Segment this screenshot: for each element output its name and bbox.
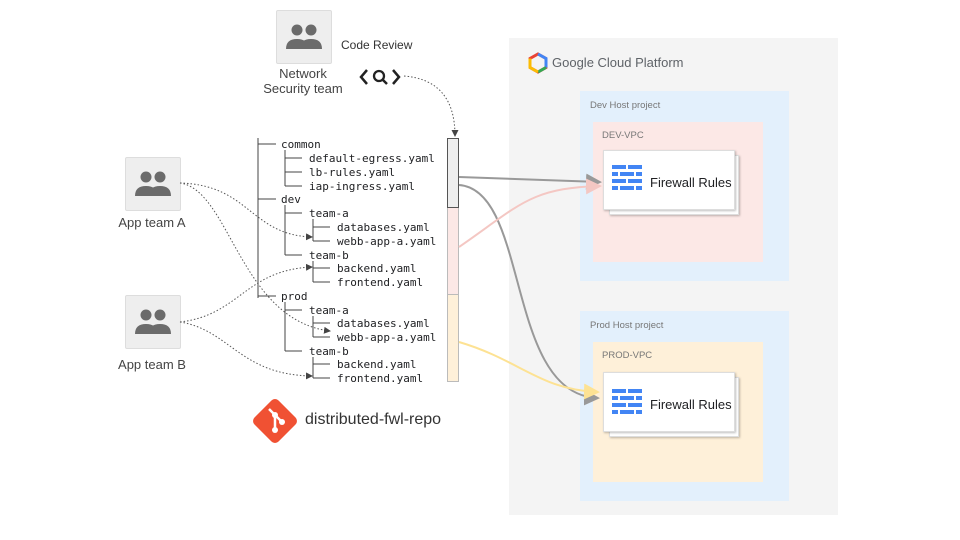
people-icon bbox=[135, 171, 171, 196]
tree-file[interactable]: webb-app-a.yaml bbox=[337, 235, 437, 248]
repo-stripe-prod bbox=[447, 294, 459, 382]
firewall-icon bbox=[612, 165, 642, 190]
gcp-logo-text: Google Cloud Platform bbox=[552, 55, 684, 70]
repo-stripe-common bbox=[447, 138, 459, 208]
code-review-label: Code Review bbox=[341, 38, 413, 52]
network-team-avatar bbox=[276, 10, 332, 64]
tree-file[interactable]: databases.yaml bbox=[337, 317, 430, 330]
team-a-to-dev bbox=[179, 182, 313, 241]
tree-file[interactable]: webb-app-a.yaml bbox=[337, 331, 437, 344]
tree-folder[interactable]: team-b bbox=[309, 345, 349, 358]
people-icon bbox=[286, 24, 322, 49]
prod-firewall-label: Firewall Rules bbox=[650, 397, 732, 412]
dev-firewall-label: Firewall Rules bbox=[650, 175, 732, 190]
app-team-a-label: App team A bbox=[118, 215, 186, 230]
git-icon bbox=[253, 399, 297, 443]
team-a-to-prod bbox=[179, 182, 331, 334]
tree-file[interactable]: iap-ingress.yaml bbox=[309, 180, 415, 193]
tree-file[interactable]: backend.yaml bbox=[337, 358, 417, 371]
tree-file[interactable]: frontend.yaml bbox=[337, 276, 424, 289]
network-team-label: Network Security team bbox=[263, 66, 343, 96]
gcp-logo: Google Cloud Platform bbox=[528, 52, 698, 74]
common-to-dev-arrow bbox=[458, 173, 602, 190]
prod-project-label: Prod Host project bbox=[590, 320, 664, 331]
tree-common[interactable]: common bbox=[281, 138, 321, 151]
tree-dev[interactable]: dev bbox=[281, 193, 301, 206]
tree-file[interactable]: frontend.yaml bbox=[337, 372, 424, 385]
repo-stripe-dev bbox=[447, 208, 459, 294]
tree-file[interactable]: backend.yaml bbox=[337, 262, 417, 275]
tree-folder[interactable]: team-a bbox=[309, 304, 349, 317]
gcp-hexagon-icon bbox=[528, 52, 548, 74]
firewall-icon bbox=[612, 389, 642, 414]
app-team-a-avatar bbox=[125, 157, 181, 211]
dev-vpc-label: DEV-VPC bbox=[602, 130, 644, 141]
people-icon bbox=[135, 309, 171, 334]
tree-file[interactable]: lb-rules.yaml bbox=[309, 166, 396, 179]
tree-folder[interactable]: team-a bbox=[309, 207, 349, 220]
tree-file[interactable]: databases.yaml bbox=[337, 221, 430, 234]
team-b-to-dev bbox=[179, 263, 313, 323]
code-search-icon bbox=[359, 69, 401, 85]
dev-firewall-card[interactable]: Firewall Rules bbox=[603, 150, 735, 210]
prod-to-prod-arrow bbox=[458, 341, 600, 400]
repo-name: distributed-fwl-repo bbox=[305, 411, 442, 428]
tree-prod[interactable]: prod bbox=[281, 290, 308, 303]
app-team-b-label: App team B bbox=[118, 357, 186, 372]
dev-project-label: Dev Host project bbox=[590, 100, 661, 111]
tree-file[interactable]: default-egress.yaml bbox=[309, 152, 435, 165]
code-review-arrow bbox=[403, 75, 459, 137]
dev-to-dev-arrow bbox=[458, 178, 602, 248]
prod-vpc-label: PROD-VPC bbox=[602, 350, 653, 361]
common-to-prod-arrow bbox=[458, 184, 600, 406]
tree-folder[interactable]: team-b bbox=[309, 249, 349, 262]
team-b-to-prod bbox=[179, 321, 313, 380]
prod-firewall-card[interactable]: Firewall Rules bbox=[603, 372, 735, 432]
app-team-b-avatar bbox=[125, 295, 181, 349]
